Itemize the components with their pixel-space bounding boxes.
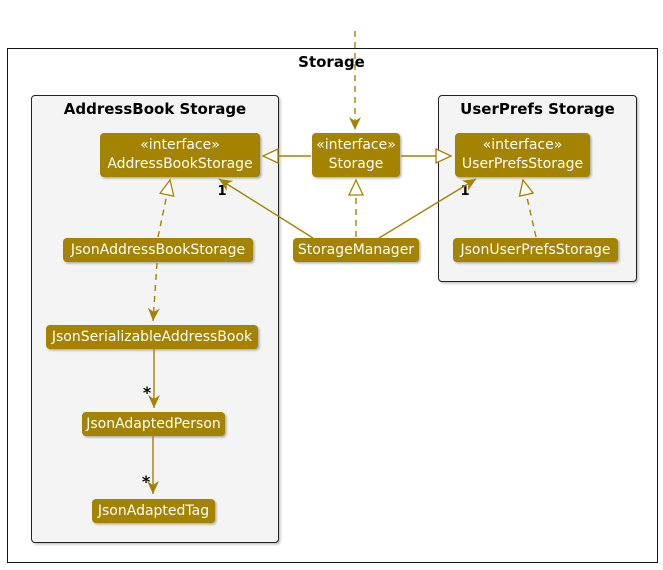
class-name: JsonAddressBookStorage: [70, 241, 246, 258]
interface-storage: «interface» Storage: [312, 133, 400, 177]
multiplicity-label: 1: [460, 184, 470, 199]
class-jsonuserprefsstorage: JsonUserPrefsStorage: [453, 238, 618, 262]
class-jsonadaptedperson: JsonAdaptedPerson: [82, 412, 225, 436]
class-name: StorageManager: [297, 241, 415, 258]
class-name: JsonUserPrefsStorage: [460, 241, 611, 258]
class-jsonserializableaddressbook: JsonSerializableAddressBook: [46, 325, 258, 349]
interface-addressbookstorage: «interface» AddressBookStorage: [100, 133, 260, 177]
multiplicity-label: *: [141, 472, 151, 491]
interface-stereotype: «interface»: [482, 137, 563, 153]
interface-userprefsstorage: «interface» UserPrefsStorage: [455, 133, 590, 177]
class-jsonadaptedtag: JsonAdaptedTag: [92, 499, 215, 523]
multiplicity-label: 1: [217, 184, 227, 199]
multiplicity-label: *: [142, 383, 152, 402]
package-userprefs-storage-title: UserPrefs Storage: [460, 100, 615, 118]
interface-name: AddressBookStorage: [107, 156, 253, 172]
package-addressbook-storage-title: AddressBook Storage: [63, 100, 247, 118]
class-storagemanager: StorageManager: [293, 238, 419, 262]
class-name: JsonAdaptedTag: [97, 502, 210, 519]
interface-stereotype: «interface»: [316, 137, 396, 153]
class-name: JsonAdaptedPerson: [86, 415, 221, 432]
interface-name: UserPrefsStorage: [461, 156, 584, 172]
class-jsonaddressbookstorage: JsonAddressBookStorage: [63, 238, 253, 262]
interface-name: Storage: [328, 156, 384, 172]
storage-frame-title: Storage: [298, 53, 365, 71]
interface-stereotype: «interface»: [140, 137, 220, 153]
storage-frame: [7, 48, 658, 563]
class-name: JsonSerializableAddressBook: [51, 328, 253, 345]
